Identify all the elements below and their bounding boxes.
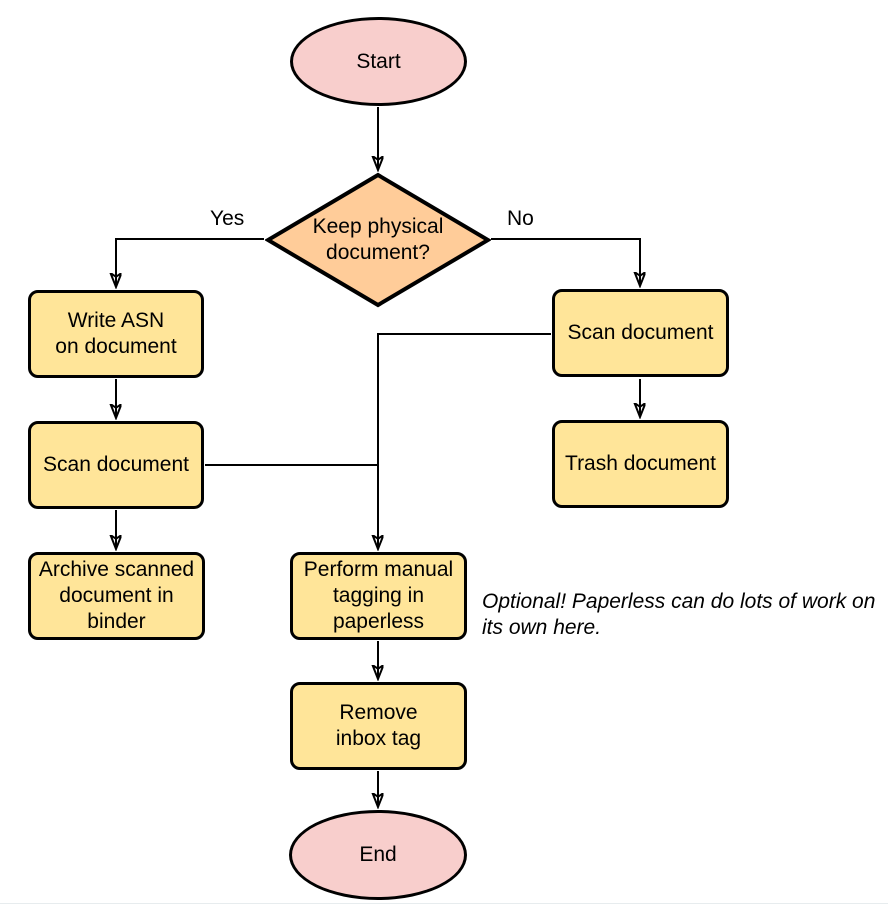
edge-decision-yes-to-write-asn — [116, 238, 264, 286]
node-manual-tagging: Perform manual tagging in paperless — [290, 552, 467, 640]
node-trash-document-label: Trash document — [565, 452, 716, 475]
node-start-label: Start — [356, 49, 401, 73]
node-scan-document-right: Scan document — [552, 289, 729, 377]
edge-decision-no-to-scan-right — [491, 238, 640, 285]
node-decision-label: Keep physical document? — [312, 215, 444, 264]
node-scan-document-right-label: Scan document — [567, 321, 714, 344]
node-remove-inbox-tag-label: Remove inbox tag — [335, 701, 422, 750]
node-manual-tagging-label: Perform manual tagging in paperless — [303, 558, 454, 633]
edge-scan-right-to-tagging — [378, 333, 551, 548]
node-write-asn-label: Write ASN on document — [55, 309, 177, 358]
edge-label-no: No — [507, 207, 534, 230]
edge-label-yes: Yes — [210, 207, 245, 230]
node-end: End — [289, 810, 467, 900]
node-archive-binder: Archive scanned document in binder — [28, 552, 205, 640]
node-archive-binder-label: Archive scanned document in binder — [38, 558, 195, 633]
node-trash-document: Trash document — [552, 420, 729, 508]
bottom-divider — [0, 903, 888, 904]
node-end-label: End — [359, 843, 397, 866]
node-remove-inbox-tag: Remove inbox tag — [290, 682, 467, 770]
node-write-asn: Write ASN on document — [28, 290, 204, 378]
node-scan-document-left-label: Scan document — [43, 453, 189, 476]
decision-diamond-shape — [265, 172, 491, 308]
node-scan-document-left: Scan document — [28, 421, 204, 509]
node-decision: Keep physical document? — [265, 172, 491, 308]
annotation-note: Optional! Paperless can do lots of work … — [482, 590, 876, 639]
node-start: Start — [290, 17, 467, 106]
